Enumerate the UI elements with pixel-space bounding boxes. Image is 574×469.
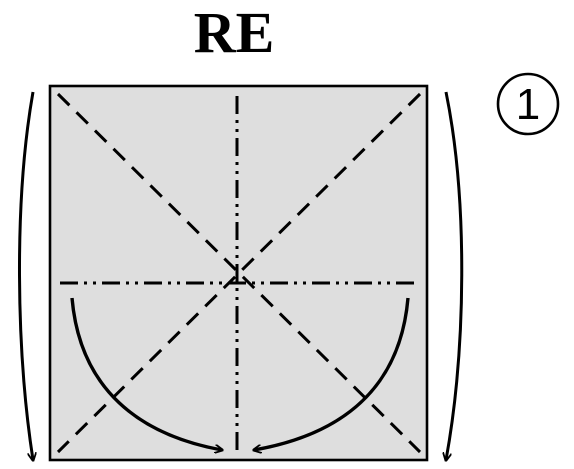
step-circle	[496, 72, 560, 136]
side-arrow-right	[446, 91, 464, 460]
step-number-badge: 1	[496, 72, 560, 136]
valley-fold-diagonal-2	[56, 92, 422, 454]
step-number: 1	[516, 80, 540, 129]
side-arrow-left	[18, 91, 33, 460]
fold-arrow-right	[254, 297, 410, 450]
fold-arrow-left	[70, 297, 222, 450]
diagram-title: RE	[194, 0, 275, 65]
valley-fold-diagonal-1	[56, 92, 422, 454]
